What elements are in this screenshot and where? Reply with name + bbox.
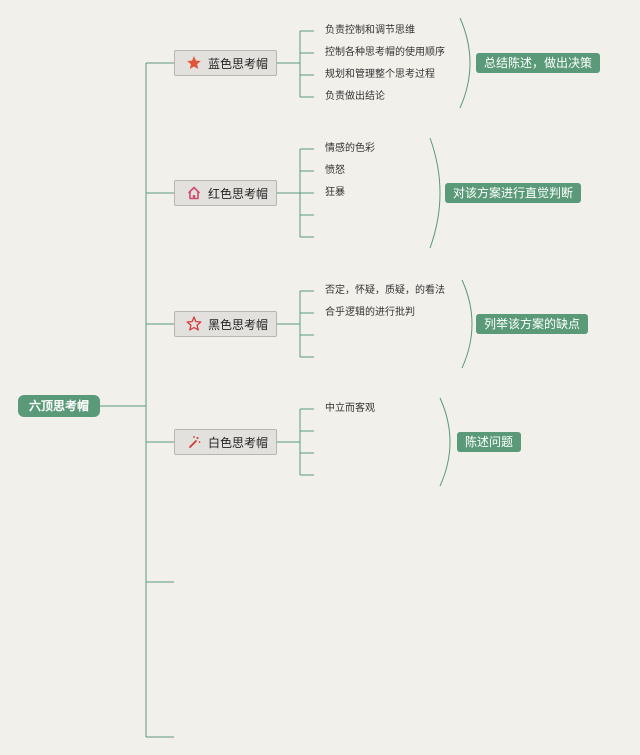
- root-topic[interactable]: 六顶思考帽: [18, 395, 100, 417]
- red-hat-item[interactable]: 情感的色彩: [325, 143, 375, 154]
- white-hat-item[interactable]: 中立而客观: [325, 403, 375, 414]
- white-hat-summary[interactable]: 陈述问题: [457, 432, 522, 452]
- wand-icon: [185, 433, 203, 451]
- blue-hat-label: 蓝色思考帽: [208, 56, 269, 71]
- black-hat-label: 黑色思考帽: [208, 317, 269, 332]
- red-hat-node[interactable]: 红色思考帽: [174, 180, 277, 206]
- red-hat-item[interactable]: 狂暴: [325, 187, 345, 198]
- red-hat-item[interactable]: 愤怒: [325, 165, 345, 176]
- blue-hat-item[interactable]: 负责做出结论: [325, 91, 385, 102]
- black-hat-summary[interactable]: 列举该方案的缺点: [476, 314, 589, 334]
- black-hat-node[interactable]: 黑色思考帽: [174, 311, 277, 337]
- blue-hat-item[interactable]: 负责控制和调节思维: [325, 25, 415, 36]
- white-hat-node[interactable]: 白色思考帽: [174, 429, 277, 455]
- star-filled-icon: [185, 54, 203, 72]
- star-outline-icon: [185, 315, 203, 333]
- black-hat-item[interactable]: 合乎逻辑的进行批判: [325, 307, 415, 318]
- blue-hat-summary[interactable]: 总结陈述，做出决策: [476, 53, 601, 73]
- blue-hat-node[interactable]: 蓝色思考帽: [174, 50, 277, 76]
- red-hat-summary[interactable]: 对该方案进行直觉判断: [445, 183, 582, 203]
- house-icon: [185, 184, 203, 202]
- red-hat-label: 红色思考帽: [208, 186, 269, 201]
- blue-hat-item[interactable]: 控制各种思考帽的使用顺序: [325, 47, 445, 58]
- black-hat-item[interactable]: 否定，怀疑，质疑，的看法: [325, 285, 445, 296]
- blue-hat-item[interactable]: 规划和管理整个思考过程: [325, 69, 435, 80]
- white-hat-label: 白色思考帽: [208, 435, 269, 450]
